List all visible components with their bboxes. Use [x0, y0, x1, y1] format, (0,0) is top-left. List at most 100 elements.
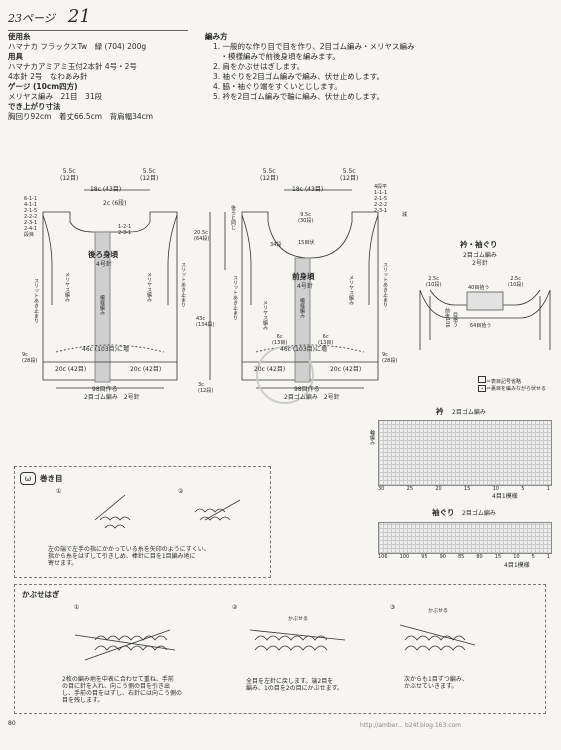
chart-armhole-repeat: 4目1模様 [504, 562, 530, 569]
size-line: 胸回り92cm 着丈66.5cm 背肩幅34cm [8, 112, 154, 121]
chart-collar-repeat: 4目1模様 [492, 493, 518, 500]
front-slit-right: スリットあき止まり [382, 262, 388, 307]
front-pattern: 模様編み [299, 298, 305, 318]
back-decrease-list: 6-1-1 4-1-1 2-1-5 2-2-2 2-3-1 2-4-1 段目 [24, 196, 38, 238]
materials-block: 使用糸 ハマナカ フラックスTw 緑 (704) 200g 用具 ハマナカアミア… [8, 32, 153, 122]
tools-line-2: 4本針 2号 なわあみ針 [8, 72, 88, 81]
back-neck-width: 18c (43目) [90, 186, 122, 193]
method-step: ・模様編みで前後身頃を編みます。 [213, 52, 340, 61]
maki-text: 左の端で左手の指にかかっている糸を矢印のようにすくい、 指から糸をはずして引きし… [48, 546, 210, 567]
collar-top-sts: 40目拾う [468, 285, 490, 291]
tools-heading: 用具 [8, 52, 23, 61]
method-step: 3. 袖ぐりを2目ゴム編みで編み、伏せ止めします。 [213, 72, 385, 81]
front-center-right: 6c(13目) [318, 334, 334, 346]
front-neck-depth: 9.5c(30段) [298, 212, 314, 224]
rib-height: 3c(12段) [198, 382, 214, 394]
kabuse-section [14, 584, 546, 714]
page-label: 23ページ [8, 12, 55, 25]
back-bottom-right: 20c (42目) [130, 366, 162, 373]
chart-collar-side: 輪編み [369, 430, 375, 445]
maki-title: 巻き目 [40, 473, 63, 483]
back-rib-rows: 9c(28段) [22, 352, 38, 364]
front-side-note: 後ろと同じ [230, 205, 236, 230]
front-knit-left: メリヤス編み [262, 300, 268, 330]
collar-title: 衿・袖ぐり [460, 240, 498, 249]
kabuse-text-3: 次からも1目ずつ編み、 かぶせていきます。 [404, 676, 468, 690]
tools-line-1: ハマナカアミアミ玉付2本針 4号・2号 [8, 62, 137, 71]
back-panel-title: 後ろ身頃 [88, 250, 118, 259]
method-heading: 編み方 [205, 32, 228, 41]
back-pattern: 模様編み [99, 295, 105, 315]
chart-armhole-ticks: 106 100 95 90 85 80 15 10 5 1 [378, 554, 550, 560]
collar-sub: 2目ゴム編み [463, 252, 497, 259]
page-header: 23ページ 21 [8, 6, 91, 27]
front-shoulder-right: 5.5c(12目) [340, 168, 359, 182]
collar-left-width: 2.5c(10段) [426, 276, 442, 288]
method-step: 1. 一般的な作り目で目を作り、2目ゴム編み・メリヤス編み [213, 42, 415, 51]
back-shoulder-left: 5.5c(12目) [60, 168, 79, 182]
front-rows-34: 34段 [270, 242, 282, 248]
collar-side-sts: 64目拾う [470, 323, 492, 329]
collar-front-sts-2: 目拾う [452, 312, 458, 327]
front-shoulder-left: 5.5c(12目) [260, 168, 279, 182]
back-cast-on: 98目作る [92, 386, 118, 393]
chart-armhole-sub: 2目ゴム編み [462, 510, 496, 517]
page-number: 80 [8, 720, 16, 727]
size-heading: でき上がり寸法 [8, 102, 61, 111]
watermark: http://amber... b24f.blog.163.com [360, 722, 462, 729]
kabuse-text-2: 全目を左針に戻します。端2目を 編み、1の目を2の目にかぶせます。 [246, 678, 344, 692]
back-mid-width: 46c (103目)に増 [82, 346, 129, 353]
back-slit-left: スリットあき止まり [33, 278, 39, 323]
maki-step-1: ① [56, 488, 62, 495]
legend-blank: ＝表目記号省略 [486, 379, 522, 385]
kabuse-step-1: ① [74, 604, 80, 611]
chart-collar-sub: 2目ゴム編み [452, 409, 486, 416]
pattern-number: 21 [67, 6, 91, 27]
chart-collar-title: 衿 [436, 407, 444, 416]
kabuse-text-1: 2枚の編み地を中表に合わせて重ね、手前 の目に針を入れ、向こう側の目を引き出 し… [62, 676, 183, 704]
kabuse-step-2: ② [232, 604, 238, 611]
gauge-line: メリヤス編み 21目 31段 [8, 92, 103, 101]
maki-header: ω 巻き目 [20, 472, 63, 485]
back-knit-right: メリヤス編み [146, 272, 152, 302]
yarn-line: ハマナカ フラックスTw 緑 (704) 200g [8, 42, 147, 51]
front-center-left: 6c(13目) [272, 334, 288, 346]
collar-right-width: 2.5c(10段) [508, 276, 524, 288]
method-step: 2. 肩をかぶせはぎします。 [213, 62, 305, 71]
collar-front-sts: 前後106 [444, 308, 450, 328]
kabuse-title: かぶせはぎ [22, 590, 60, 599]
collar-needle: 2号針 [472, 260, 488, 267]
kabuse-label-3: かぶせる [428, 608, 449, 614]
front-decrease-label: 減 [402, 212, 408, 218]
method-step: 5. 衿を2目ゴム編みで輪に編み、伏せ止めします。 [213, 92, 385, 101]
front-panel-title: 前身頃 [292, 272, 315, 281]
kabuse-step-3: ③ [390, 604, 396, 611]
legend: ＝表目記号省略 •＝裏目を編みながら伏せる [478, 376, 546, 392]
back-knit-left: メリヤス編み [64, 272, 70, 302]
back-neck-inner: 2c (6段) [103, 200, 127, 207]
front-neck-width: 18c (43目) [292, 186, 324, 193]
back-shoulder-right: 5.5c(12目) [140, 168, 159, 182]
back-slit-right: スリットあき止まり [180, 262, 186, 307]
back-bottom-left: 20c (42目) [55, 366, 87, 373]
method-step: 4. 脇・袖ぐり端をすくいとじします。 [213, 82, 342, 91]
front-slit-left: スリットあき止まり [232, 275, 238, 320]
chart-armhole-grid [378, 522, 552, 554]
kabuse-label-2: かぶせる [288, 616, 309, 622]
height-upper: 20.5c(64段) [194, 230, 210, 242]
chart-collar-grid [378, 420, 552, 486]
front-cast-on: 98目作る [294, 386, 320, 393]
legend-dot: ＝裏目を編みながら伏せる [486, 386, 547, 392]
front-knit-right: メリヤス編み [348, 275, 354, 305]
front-rib-rows: 9c(28段) [382, 352, 398, 364]
maki-step-2: ② [178, 488, 184, 495]
front-bottom-right: 20c (42目) [330, 366, 362, 373]
height-total: 43c(134段) [196, 316, 215, 328]
front-bottom-left: 20c (42目) [254, 366, 286, 373]
header-rule [8, 30, 188, 31]
back-decrease-right: 1-2-1 2-3-1 [118, 224, 132, 236]
back-needle: 4号針 [96, 261, 112, 268]
front-mid-width: 46c (103目)に増 [280, 346, 327, 353]
front-needle: 4号針 [297, 283, 313, 290]
